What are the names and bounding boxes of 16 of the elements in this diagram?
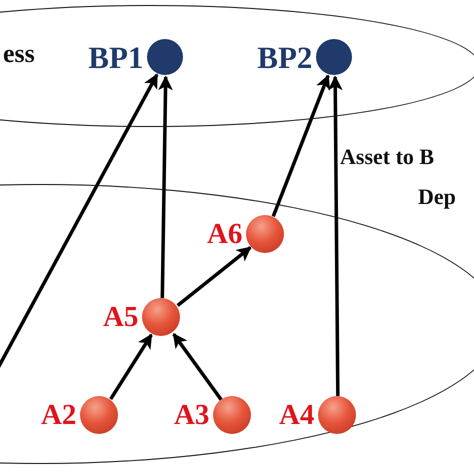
- arrow: [0, 73, 158, 369]
- arrow: [172, 333, 223, 401]
- node-label: A6: [206, 220, 242, 249]
- node-label: A4: [278, 400, 314, 430]
- layer-label: ess: [3, 41, 35, 67]
- node-label: A3: [174, 400, 210, 430]
- arrow: [328, 76, 343, 396]
- node-label: A5: [102, 302, 138, 332]
- arrow: [272, 74, 330, 217]
- arrow: [176, 246, 252, 307]
- arrow: [158, 76, 173, 298]
- node-label: A2: [40, 400, 76, 430]
- node-label: BP2: [257, 42, 312, 73]
- arrow: [109, 334, 153, 400]
- ellipse-layer: [0, 5, 474, 127]
- node-label: BP1: [88, 42, 144, 73]
